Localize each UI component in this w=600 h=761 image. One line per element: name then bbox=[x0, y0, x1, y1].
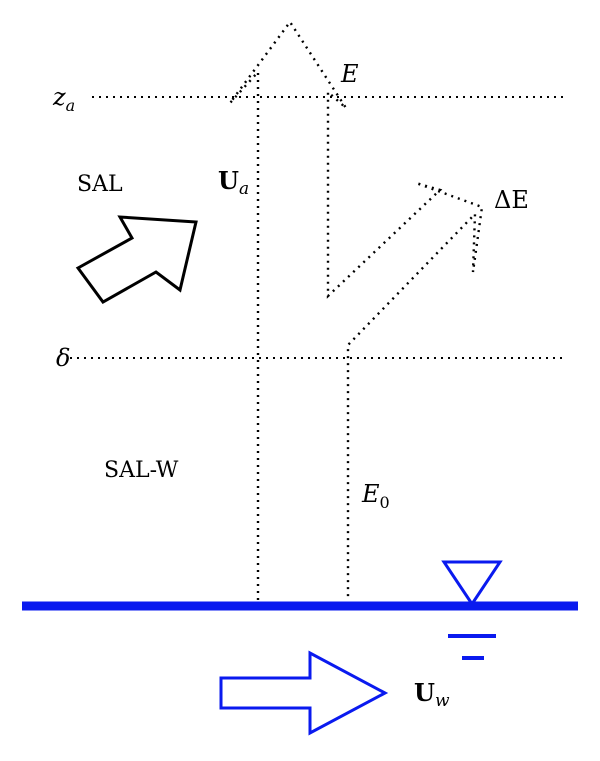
ua-flux-arrow bbox=[229, 19, 484, 600]
uw-label: Uw bbox=[414, 678, 450, 711]
sal-label: SAL bbox=[77, 172, 123, 197]
e-label: E bbox=[340, 60, 359, 88]
uw-flow-arrow bbox=[219, 650, 389, 736]
delta-label: δ bbox=[56, 344, 70, 372]
sal-flow-arrow bbox=[75, 215, 198, 304]
e0-label: E0 bbox=[361, 480, 390, 512]
water-level-triangle bbox=[441, 560, 503, 607]
ua-label: Ua bbox=[218, 166, 249, 199]
za-label: za bbox=[52, 83, 75, 115]
salw-label: SAL-W bbox=[104, 458, 179, 483]
delta-e-label: ΔE bbox=[494, 186, 529, 214]
